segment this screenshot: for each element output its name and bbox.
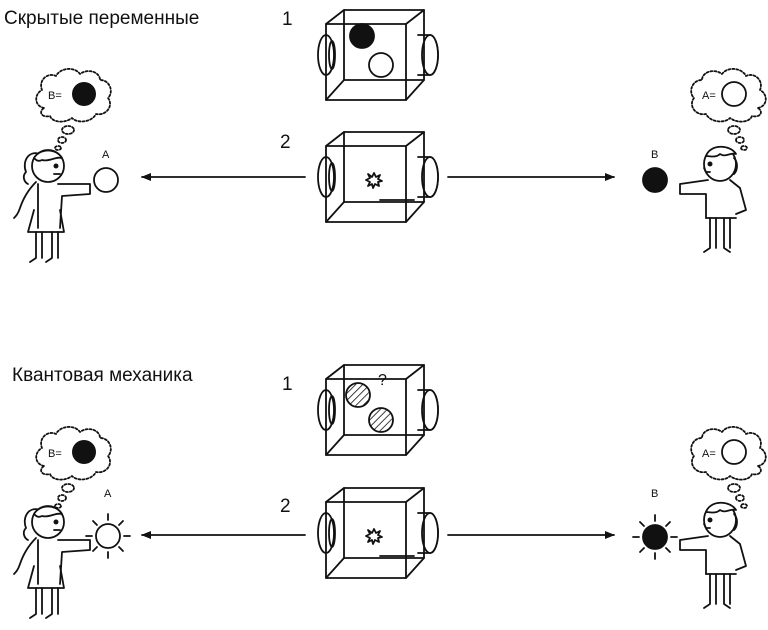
thought-bubble-left: B=: [35, 426, 112, 509]
step-1-label: 1: [282, 9, 293, 30]
boy-figure: [679, 145, 747, 253]
question-mark: ?: [378, 372, 387, 389]
thought-bubble-right: A=: [690, 426, 767, 509]
emission-burst-icon: [365, 172, 383, 189]
ball-a: [95, 523, 121, 549]
boy-figure: [679, 501, 747, 609]
step-1-label: 1: [282, 374, 293, 395]
thought-bubble-left: B=: [35, 68, 112, 151]
thought-text-right: A=: [702, 90, 716, 102]
thought-text-right: A=: [702, 448, 716, 460]
section-title: Квантовая механика: [12, 365, 193, 386]
box-step-1: [317, 9, 439, 101]
superposed-ball: [345, 382, 371, 408]
ball-a-label: A: [104, 488, 112, 500]
thought-black-ball: [72, 440, 96, 464]
ball-a: [93, 167, 119, 193]
thought-white-ball: [721, 439, 747, 465]
thought-text-left: B=: [48, 448, 62, 460]
section-title: Скрытые переменные: [4, 8, 199, 29]
thought-black-ball: [72, 82, 96, 106]
thought-white-ball: [721, 81, 747, 107]
girl-figure: [13, 505, 91, 619]
white-ball: [368, 52, 394, 78]
ball-a-label: A: [102, 149, 110, 161]
ball-b-label: B: [651, 149, 658, 161]
thought-bubble-right: A=: [690, 68, 767, 151]
step-2-label: 2: [280, 132, 291, 153]
box-step-2: [317, 131, 439, 223]
ball-b-label: B: [651, 488, 658, 500]
box-step-1: ?: [317, 364, 439, 456]
superposed-ball: [368, 407, 394, 433]
girl-figure: [13, 149, 91, 263]
step-2-label: 2: [280, 496, 291, 517]
black-ball: [349, 23, 375, 49]
ball-b: [642, 524, 668, 550]
section-hidden-variables: Скрытые переменные 1 2 B= A=: [4, 8, 767, 263]
ball-b: [642, 167, 668, 193]
thought-text-left: B=: [48, 90, 62, 102]
emission-burst-icon: [365, 528, 383, 545]
section-quantum-mechanics: Квантовая механика 1 2 ? B= A=: [12, 364, 767, 619]
box-step-2: [317, 487, 439, 579]
